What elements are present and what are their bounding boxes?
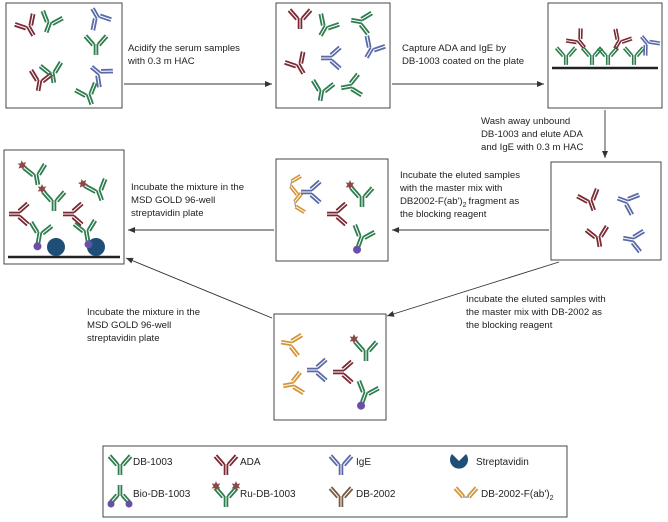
ige-antibody bbox=[90, 7, 112, 31]
step-wash-elute-label: Wash away unbound DB-1003 and elute ADA … bbox=[481, 116, 585, 153]
bio-db1003 bbox=[356, 379, 380, 410]
db2002-antibody bbox=[282, 370, 305, 395]
ru-db1003 bbox=[78, 177, 108, 202]
legend-label-db2002-fab: DB-2002-F(ab')2 bbox=[481, 489, 554, 502]
ru-db1003-icon bbox=[213, 486, 239, 507]
db1003-antibody bbox=[580, 46, 604, 65]
ige-antibody bbox=[321, 45, 342, 71]
ru-label-star-icon bbox=[345, 180, 355, 190]
ige-antibody bbox=[640, 35, 661, 56]
db2002-antibody bbox=[280, 333, 303, 358]
step-fab-blocking-label: Incubate the eluted samples with the mas… bbox=[399, 170, 523, 220]
db1003-antibody bbox=[350, 11, 373, 36]
step-acidify-label: Acidify the serum samples with 0.3 m HAC bbox=[127, 43, 243, 67]
db2002-fab bbox=[293, 192, 306, 214]
panel-serum-samples bbox=[5, 2, 123, 109]
db1003-antibody bbox=[38, 61, 63, 84]
ru-db1003 bbox=[37, 184, 67, 211]
ru-label-star-icon bbox=[231, 481, 241, 491]
db1003-antibody-icon bbox=[107, 454, 133, 475]
db1003-antibody bbox=[74, 81, 98, 106]
step-incubate-plate-1-label: Incubate the mixture in the MSD GOLD 96-… bbox=[131, 182, 247, 219]
db2002-fab bbox=[289, 174, 302, 196]
legend-label-ige: IgE bbox=[356, 457, 371, 468]
ada-antibody-icon bbox=[213, 454, 239, 475]
ru-db1003 bbox=[17, 160, 47, 186]
ada-antibody bbox=[333, 359, 354, 385]
ru-label-star-icon bbox=[211, 481, 221, 491]
ada-antibody bbox=[9, 201, 30, 227]
ada-antibody bbox=[14, 13, 36, 37]
legend-label-streptavidin: Streptavidin bbox=[476, 457, 529, 468]
legend-label-db2002: DB-2002 bbox=[356, 489, 396, 500]
db2002-antibody-icon bbox=[328, 486, 354, 507]
ru-label-star-icon bbox=[17, 160, 27, 171]
ru-db1003 bbox=[349, 334, 379, 361]
ige-antibody-icon bbox=[328, 454, 354, 475]
legend-icon-layer bbox=[107, 454, 479, 508]
legend-label-ru-db1003: Ru-DB-1003 bbox=[240, 489, 296, 500]
ige-antibody bbox=[616, 192, 641, 216]
streptavidin-bead-icon bbox=[47, 238, 65, 256]
db2002-fab-icon bbox=[453, 486, 479, 499]
step-incubate-plate-2-label: Incubate the mixture in the MSD GOLD 96-… bbox=[87, 307, 203, 344]
antibody-glyph-layer bbox=[9, 7, 661, 410]
bio-db1003 bbox=[29, 221, 54, 251]
legend-label-db1003: DB-1003 bbox=[133, 457, 173, 468]
ru-label-star-icon bbox=[78, 179, 88, 189]
biotin-dot-icon bbox=[107, 500, 115, 508]
ada-antibody bbox=[284, 51, 306, 75]
arrow-db2002-blocking bbox=[386, 261, 560, 317]
ada-antibody bbox=[576, 187, 600, 212]
ada-antibody bbox=[63, 201, 84, 227]
db1003-antibody bbox=[554, 46, 578, 65]
panel-fab-blocking bbox=[275, 158, 389, 262]
db1003-antibody bbox=[311, 79, 336, 102]
ada-antibody bbox=[287, 8, 313, 29]
ige-antibody bbox=[364, 35, 386, 59]
step-db2002-blocking-label: Incubate the eluted samples with the mas… bbox=[466, 294, 608, 331]
step-capture-label: Capture ADA and IgE by DB-1003 coated on… bbox=[402, 43, 524, 67]
ige-antibody bbox=[307, 357, 328, 383]
ada-antibody bbox=[327, 201, 348, 227]
db1003-antibody bbox=[40, 9, 64, 34]
ru-label-star-icon bbox=[349, 334, 359, 344]
ada-antibody bbox=[613, 28, 633, 50]
db1003-antibody bbox=[340, 72, 363, 97]
legend-label-bio-db1003: Bio-DB-1003 bbox=[133, 489, 191, 500]
ada-antibody bbox=[584, 225, 609, 248]
streptavidin-icon bbox=[449, 454, 468, 469]
db1003-antibody bbox=[83, 34, 109, 55]
ige-antibody bbox=[301, 179, 322, 205]
ige-antibody bbox=[622, 229, 645, 254]
biotin-dot-icon bbox=[125, 500, 133, 508]
bio-db1003 bbox=[72, 219, 97, 249]
ru-label-star-icon bbox=[37, 184, 47, 194]
db1003-antibody bbox=[622, 46, 646, 65]
ige-antibody bbox=[90, 65, 114, 88]
panel-db2002-blocking bbox=[273, 313, 387, 421]
db1003-antibody bbox=[596, 46, 620, 65]
arrow-incubate-plate-2 bbox=[125, 257, 273, 319]
legend-label-ada: ADA bbox=[240, 457, 261, 468]
db1003-antibody bbox=[318, 13, 340, 37]
bio-db1003 bbox=[352, 223, 376, 254]
ru-db1003 bbox=[345, 180, 375, 207]
panel-eluted bbox=[550, 161, 662, 261]
ada-antibody bbox=[565, 28, 586, 49]
